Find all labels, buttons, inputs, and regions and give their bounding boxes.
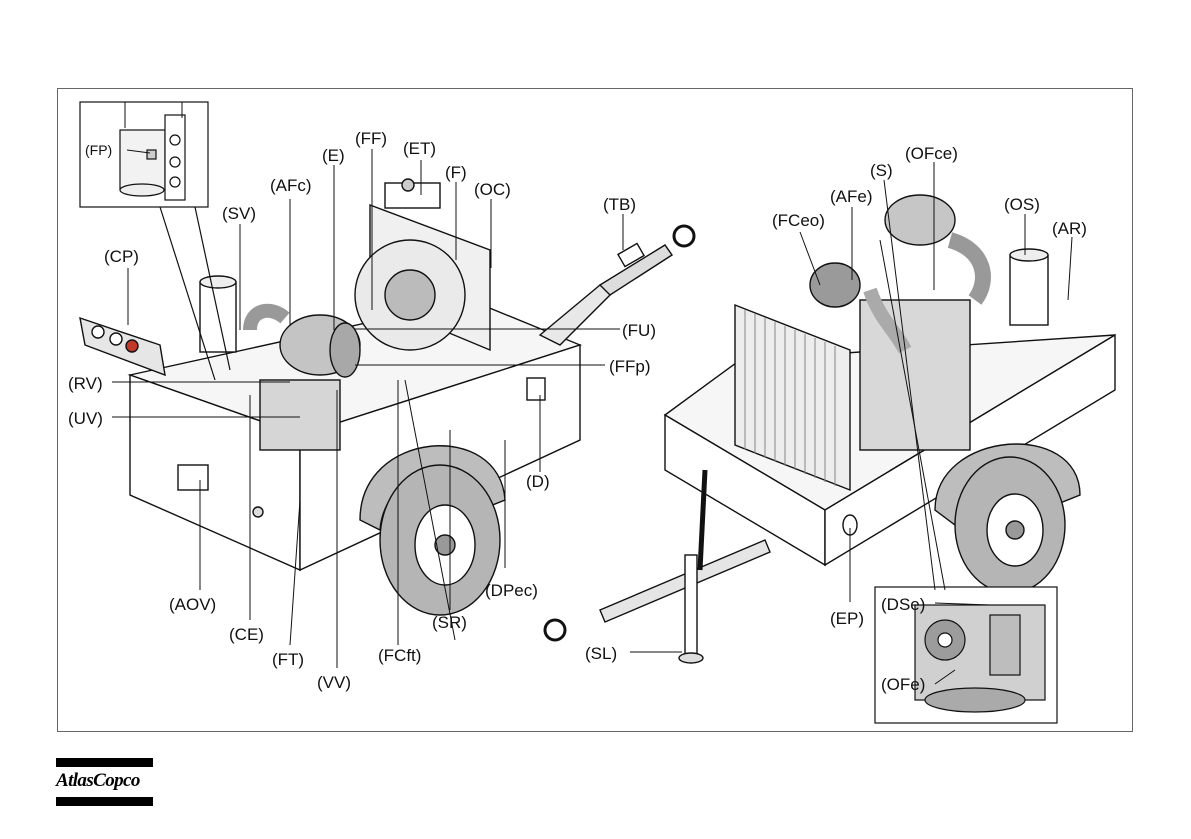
inset-filter-bottom — [120, 184, 164, 196]
inset-filter-body — [120, 130, 165, 190]
towbar — [540, 285, 615, 345]
inset-hole-1 — [170, 135, 180, 145]
inset-hole-2 — [170, 157, 180, 167]
red-button — [126, 340, 138, 352]
label-os: (OS) — [1004, 196, 1040, 213]
right-separator-vessel — [1010, 255, 1048, 325]
label-f: (F) — [445, 164, 467, 181]
logo-wordmark: AtlasCopco — [56, 770, 140, 792]
decal-d — [527, 378, 545, 400]
gauge-1 — [92, 326, 104, 338]
logo-bar-top — [56, 758, 153, 767]
label-vv: (VV) — [317, 674, 351, 691]
inset-filter — [990, 615, 1020, 675]
label-sl: (SL) — [585, 645, 617, 662]
atlas-copco-logo: AtlasCopco — [56, 756, 156, 806]
control-panel — [80, 318, 165, 375]
right-wheel-hub — [1006, 521, 1024, 539]
front-towing-eye — [545, 620, 565, 640]
label-uv: (UV) — [68, 410, 103, 427]
label-et: (ET) — [403, 140, 436, 157]
label-s: (S) — [870, 162, 893, 179]
logo-bar-bottom — [56, 797, 153, 806]
left-separator-vessel — [200, 282, 236, 352]
label-oc: (OC) — [474, 181, 511, 198]
label-ar: (AR) — [1052, 220, 1087, 237]
expansion-tank-cap — [402, 179, 414, 191]
towing-eye — [674, 226, 694, 246]
label-ff: (FF) — [355, 130, 387, 147]
left-air-filter-end — [330, 323, 360, 377]
label-ffp: (FFp) — [609, 358, 651, 375]
label-ofce: (OFce) — [905, 145, 958, 162]
inset-sump — [925, 688, 1025, 712]
left-fan-hub — [385, 270, 435, 320]
support-leg — [685, 555, 697, 655]
label-fu: (FU) — [622, 322, 656, 339]
label-fceo: (FCeo) — [772, 212, 825, 229]
left-engine — [260, 380, 340, 450]
label-sr: (SR) — [432, 614, 467, 631]
inset-plug — [147, 150, 156, 159]
label-fcft: (FCft) — [378, 647, 421, 664]
aov-valve — [178, 465, 208, 490]
label-ce: (CE) — [229, 626, 264, 643]
label-dpec: (DPec) — [485, 582, 538, 599]
drain-plug — [253, 507, 263, 517]
label-sv: (SV) — [222, 205, 256, 222]
label-e: (E) — [322, 147, 345, 164]
label-afe: (AFe) — [830, 188, 873, 205]
support-foot — [679, 653, 703, 663]
label-afc: (AFc) — [270, 177, 312, 194]
right-vessel-top — [1010, 249, 1048, 261]
label-ep: (EP) — [830, 610, 864, 627]
label-d: (D) — [526, 473, 550, 490]
inset-hole-3 — [170, 177, 180, 187]
label-ft: (FT) — [272, 651, 304, 668]
label-cp: (CP) — [104, 248, 139, 265]
right-air-filter — [885, 195, 955, 245]
label-rv: (RV) — [68, 375, 103, 392]
inset-pulley-hub — [938, 633, 952, 647]
right-intake — [950, 240, 983, 300]
left-vessel-top — [200, 276, 236, 288]
label-ofe: (OFe) — [881, 676, 925, 693]
gauge-2 — [110, 333, 122, 345]
label-aov: (AOV) — [169, 596, 216, 613]
label-fp: (FP) — [85, 143, 112, 157]
label-dse: (DSe) — [881, 596, 925, 613]
label-tb: (TB) — [603, 196, 636, 213]
left-intake-hose — [250, 311, 285, 330]
